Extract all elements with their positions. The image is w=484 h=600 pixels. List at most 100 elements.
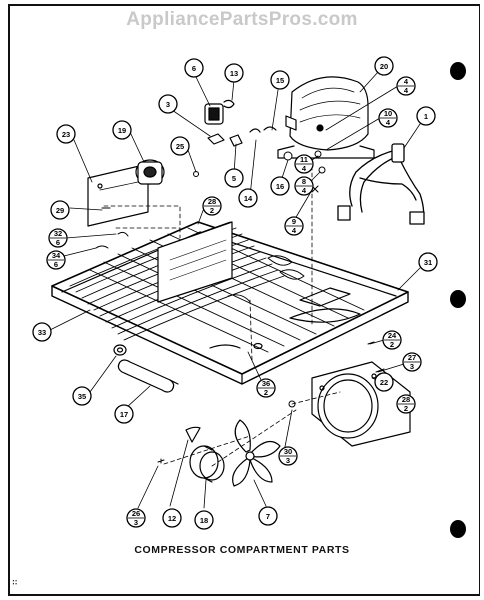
callout-36-2-top: 36 (262, 379, 270, 388)
callout-26-3: 263 (126, 508, 146, 528)
overload-drawing (204, 99, 277, 147)
callout-8-4-top: 8 (302, 177, 306, 186)
callout-29-label: 29 (56, 206, 64, 215)
callout-5-label: 5 (232, 174, 236, 183)
callout-11-4: 114 (294, 154, 314, 174)
callout-25-label: 25 (176, 142, 184, 151)
callout-23-label: 23 (62, 130, 70, 139)
callout-5: 5 (224, 168, 244, 188)
callout-11-4-top: 11 (300, 155, 308, 164)
callout-22-label: 22 (380, 378, 388, 387)
wiring-harness-drawing (337, 143, 425, 225)
callout-33: 33 (32, 322, 52, 342)
callout-17-label: 17 (120, 410, 128, 419)
callout-19: 19 (112, 120, 132, 140)
watermark: AppliancePartsPros.com (126, 9, 358, 30)
page-frame (8, 4, 480, 596)
callout-12-label: 12 (168, 514, 176, 523)
drier-drawing (113, 344, 179, 393)
callouts: 6 13 15 20 44 104 1 3 19 23 25 5 14 16 1… (32, 56, 438, 530)
callout-26-3-top: 26 (132, 509, 140, 518)
callout-10-4-top: 10 (384, 109, 392, 118)
callout-27-3: 273 (402, 352, 422, 372)
callout-7: 7 (258, 506, 278, 526)
callout-29: 29 (50, 200, 70, 220)
fan-blade-drawing (232, 419, 281, 487)
diagram-caption: COMPRESSOR COMPARTMENT PARTS (134, 544, 350, 556)
divider-plate-drawing (157, 221, 233, 303)
relay-drawing (135, 159, 165, 185)
leader-lines (103, 165, 341, 467)
callout-28-2-top-qty: 2 (210, 206, 214, 215)
callout-16-label: 16 (276, 182, 284, 191)
callout-27-3-top: 27 (408, 353, 416, 362)
base-pan-drawing (51, 221, 409, 385)
callout-18-label: 18 (200, 516, 208, 525)
callout-3: 3 (158, 94, 178, 114)
callout-leaders (49, 71, 421, 509)
callout-28-2-bottom-num: 28 (402, 395, 410, 404)
callout-11-4-bottom: 4 (302, 164, 307, 173)
callout-6-label: 6 (192, 64, 196, 73)
callout-14: 14 (238, 188, 258, 208)
callout-15: 15 (270, 70, 290, 90)
callout-12: 12 (162, 508, 182, 528)
callout-9-4-bottom: 4 (292, 226, 297, 235)
fan-shroud-drawing (311, 361, 411, 447)
callout-35-label: 35 (78, 392, 86, 401)
callout-30-3-top: 30 (284, 447, 292, 456)
callout-28-2-bottom: 282 (396, 394, 416, 414)
callout-34-6-top: 34 (52, 251, 61, 260)
callout-19-label: 19 (118, 126, 126, 135)
callout-10-4-bottom: 4 (386, 118, 391, 127)
callout-28-2-top: 282 (202, 196, 222, 216)
callout-34-6: 346 (46, 250, 66, 270)
callout-20-label: 20 (380, 62, 388, 71)
callout-15-label: 15 (276, 76, 284, 85)
callout-9-4-top: 9 (292, 217, 296, 226)
callout-10-4: 104 (378, 108, 398, 128)
callout-13: 13 (224, 63, 244, 83)
callout-7-label: 7 (266, 512, 270, 521)
callout-31: 31 (418, 252, 438, 272)
mounting-bracket-drawing (87, 163, 149, 227)
callout-17: 17 (114, 404, 134, 424)
callout-33-label: 33 (38, 328, 46, 337)
callout-14-label: 14 (244, 194, 253, 203)
callout-4-4-top: 4 (404, 77, 409, 86)
callout-32-6-top: 32 (54, 229, 62, 238)
callout-22: 22 (374, 372, 394, 392)
fan-motor-drawing (185, 426, 225, 483)
callout-27-3-bottom: 3 (410, 362, 414, 371)
callout-1-label: 1 (424, 112, 428, 121)
binder-hole-top (450, 62, 466, 80)
callout-30-3: 303 (278, 446, 298, 466)
callout-24-2: 242 (382, 330, 402, 350)
callout-30-3-bottom: 3 (286, 456, 290, 465)
callout-13-label: 13 (230, 69, 238, 78)
callout-32-6-bottom: 6 (56, 238, 60, 247)
corner-mark: ∷ (12, 578, 18, 588)
callout-31-label: 31 (424, 258, 432, 267)
callout-16: 16 (270, 176, 290, 196)
callout-24-2-top: 24 (388, 331, 397, 340)
callout-24-2-bottom: 2 (390, 340, 394, 349)
callout-20: 20 (374, 56, 394, 76)
fasteners-drawing (95, 150, 326, 249)
compressor-drawing (277, 76, 375, 159)
callout-4-4: 44 (396, 76, 416, 96)
callout-35: 35 (72, 386, 92, 406)
callout-8-4-bottom: 4 (302, 186, 307, 195)
callout-6: 6 (184, 58, 204, 78)
binder-hole-bottom (450, 520, 466, 538)
callout-26-3-bottom: 3 (134, 518, 138, 527)
callout-36-2: 362 (256, 378, 276, 398)
callout-36-2-bottom: 2 (264, 388, 268, 397)
binder-hole-middle (450, 290, 466, 308)
callout-28-2-top-num: 28 (208, 197, 216, 206)
callout-8-4: 84 (294, 176, 314, 196)
callout-9-4: 94 (284, 216, 304, 236)
callout-3-label: 3 (166, 100, 170, 109)
